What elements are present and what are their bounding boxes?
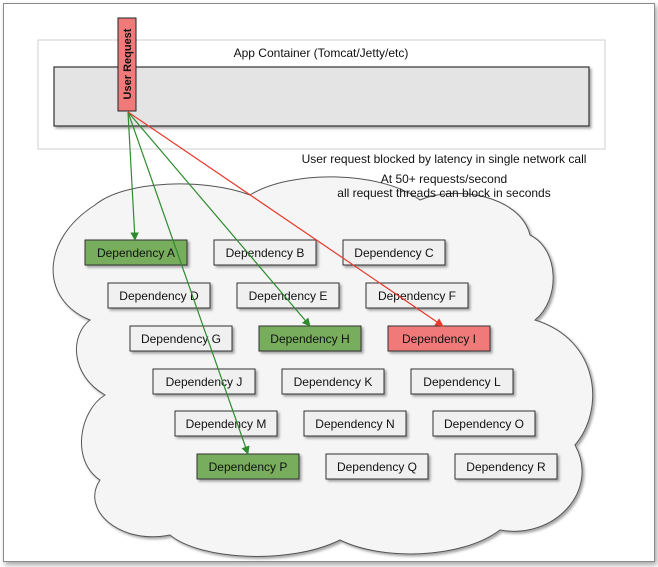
dependency-l: Dependency L [410, 368, 514, 395]
app-container-box [53, 66, 590, 127]
dependency-label: Dependency L [423, 375, 501, 389]
dependency-c: Dependency C [342, 239, 446, 266]
note-line-1: User request blocked by latency in singl… [302, 152, 587, 166]
dependency-box [303, 410, 407, 437]
dependency-box [432, 410, 536, 437]
dependency-label: Dependency A [97, 246, 175, 260]
dependency-box [174, 410, 278, 437]
dependency-d: Dependency D [107, 282, 211, 309]
dependency-label: Dependency C [354, 246, 434, 260]
dependency-f: Dependency F [365, 282, 469, 309]
dependency-label: Dependency B [226, 246, 305, 260]
dependency-a: Dependency A [84, 239, 188, 266]
dependency-k: Dependency K [281, 368, 385, 395]
note-line-2: At 50+ requests/second [381, 172, 507, 186]
dependency-label: Dependency K [294, 375, 373, 389]
dependency-cloud [52, 176, 594, 557]
dependency-label: Dependency G [141, 332, 221, 346]
dependency-q: Dependency Q [325, 453, 429, 480]
dependency-label: Dependency I [402, 332, 476, 346]
dependency-label: Dependency E [249, 289, 328, 303]
dependency-m: Dependency M [174, 410, 278, 437]
arrow-to-dependency-i [127, 111, 444, 327]
dependency-g: Dependency G [129, 325, 233, 352]
dependency-i: Dependency I [387, 325, 491, 352]
dependency-label: Dependency O [444, 417, 524, 431]
dependency-p: Dependency P [196, 453, 300, 480]
dependency-box [84, 239, 188, 266]
dependency-o: Dependency O [432, 410, 536, 437]
dependency-box [454, 453, 558, 480]
arrow-to-dependency-p [127, 111, 250, 455]
dependency-b: Dependency B [213, 239, 317, 266]
dependency-label: Dependency N [315, 417, 394, 431]
user-request-box: User Request [117, 17, 137, 112]
note-line-3: all request threads can block in seconds [337, 186, 550, 200]
dependency-label: Dependency M [186, 417, 267, 431]
dependency-label: Dependency H [270, 332, 349, 346]
dependency-label: Dependency D [119, 289, 199, 303]
arrow-to-dependency-h [127, 111, 311, 327]
dependency-j: Dependency J [152, 368, 256, 395]
dependency-label: Dependency J [166, 375, 243, 389]
dependency-r: Dependency R [454, 453, 558, 480]
dependency-box [258, 325, 362, 352]
dependency-label: Dependency Q [337, 460, 417, 474]
dependency-box [196, 453, 300, 480]
user-request-rect [117, 17, 137, 112]
dependency-box [325, 453, 429, 480]
dependency-box [236, 282, 340, 309]
user-request-label: User Request [122, 28, 134, 99]
dependency-label: Dependency P [209, 460, 288, 474]
dependency-box [365, 282, 469, 309]
dependency-box [342, 239, 446, 266]
dependency-box [410, 368, 514, 395]
request-arrows [127, 111, 444, 455]
dependency-box [281, 368, 385, 395]
dependency-label: Dependency F [378, 289, 456, 303]
dependency-n: Dependency N [303, 410, 407, 437]
arrow-to-dependency-a [127, 111, 139, 241]
dependency-h: Dependency H [258, 325, 362, 352]
app-container-title: App Container (Tomcat/Jetty/etc) [234, 46, 409, 60]
dependency-label: Dependency R [466, 460, 546, 474]
dependency-e: Dependency E [236, 282, 340, 309]
dependency-box [152, 368, 256, 395]
dependency-box [213, 239, 317, 266]
dependency-box [129, 325, 233, 352]
dependency-grid: Dependency A Dependency B Dependency C Depe… [84, 239, 558, 480]
